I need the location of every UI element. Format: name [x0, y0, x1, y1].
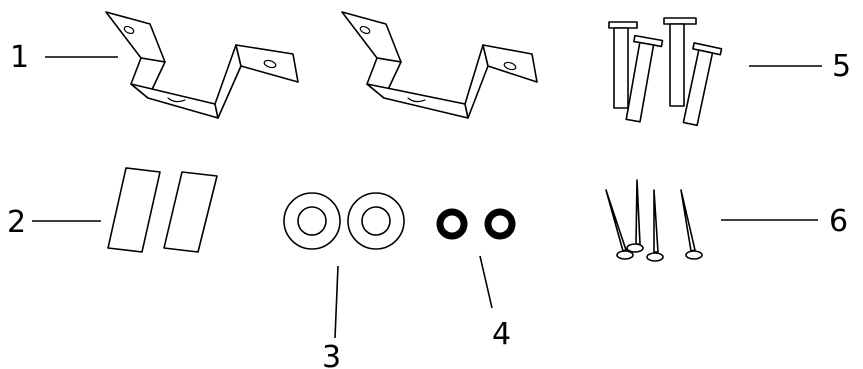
callout-4-label: 4 — [492, 317, 511, 352]
nail-3 — [647, 190, 663, 261]
callout-6-label: 6 — [829, 204, 848, 239]
callout-2-label: 2 — [7, 205, 26, 240]
adhesive-pad-right — [164, 172, 217, 252]
plastic-anchors — [609, 18, 722, 127]
bracket-group — [106, 12, 537, 118]
flat-washer-right — [348, 193, 404, 249]
adhesive-pads — [108, 168, 217, 252]
bracket-left — [106, 12, 298, 118]
bracket-right — [342, 12, 537, 118]
callout-3-leader — [335, 266, 338, 338]
callout-5-label: 5 — [832, 49, 851, 84]
callout-4-leader — [480, 256, 492, 308]
rubber-ring-right — [488, 212, 512, 236]
adhesive-pad-left — [108, 168, 160, 252]
rubber-rings — [440, 212, 512, 236]
nail-4 — [681, 190, 702, 259]
flat-washers — [284, 193, 404, 249]
rubber-ring-left — [440, 212, 464, 236]
nail-2 — [627, 180, 643, 252]
callout-3-label: 3 — [322, 340, 341, 369]
flat-washer-left — [284, 193, 340, 249]
callout-1-label: 1 — [10, 40, 29, 75]
nails — [606, 180, 702, 261]
